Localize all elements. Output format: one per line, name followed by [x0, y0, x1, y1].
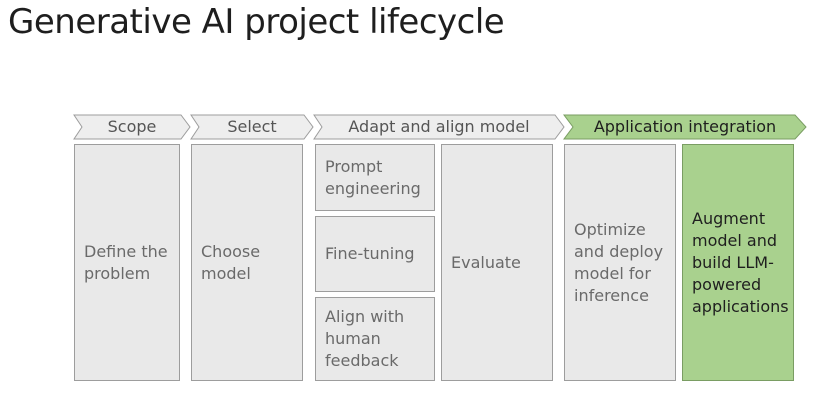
- evaluate-text: Evaluate: [451, 252, 521, 272]
- chevron-shape: [313, 114, 565, 140]
- align-human-feedback-box: Align with human feedback: [315, 297, 435, 381]
- stage-label: Select: [227, 117, 277, 136]
- stage-adapt-align: Adapt and align model: [313, 114, 565, 140]
- fine-tuning-box: Fine-tuning: [315, 216, 435, 292]
- chevron-shape: [73, 114, 191, 140]
- fine-tuning-text: Fine-tuning: [325, 244, 415, 263]
- stage-label: Adapt and align model: [348, 117, 530, 136]
- prompt-engineering-text: Prompt engineering: [325, 156, 421, 198]
- augment-build-text: Augment model and build LLM-powered appl…: [692, 208, 789, 316]
- chevron-shape: [563, 114, 807, 140]
- choose-model-box: Choose model: [191, 144, 303, 381]
- stage-application-integration: Application integration: [563, 114, 807, 140]
- stage-select: Select: [190, 114, 314, 140]
- optimize-deploy-box: Optimize and deploy model for inference: [564, 144, 676, 381]
- prompt-engineering-box: Prompt engineering: [315, 144, 435, 211]
- evaluate-box: Evaluate: [441, 144, 553, 381]
- define-problem-text: Define the problem: [84, 241, 168, 283]
- stage-label: Application integration: [593, 117, 777, 136]
- page-title: Generative AI project lifecycle: [8, 2, 505, 42]
- choose-model-text: Choose model: [201, 241, 261, 283]
- align-human-feedback-text: Align with human feedback: [325, 307, 405, 370]
- chevron-shape: [190, 114, 314, 140]
- stage-label: Scope: [107, 117, 157, 136]
- stage-scope: Scope: [73, 114, 191, 140]
- optimize-deploy-text: Optimize and deploy model for inference: [574, 219, 664, 305]
- augment-build-box: Augment model and build LLM-powered appl…: [682, 144, 794, 381]
- define-problem-box: Define the problem: [74, 144, 180, 381]
